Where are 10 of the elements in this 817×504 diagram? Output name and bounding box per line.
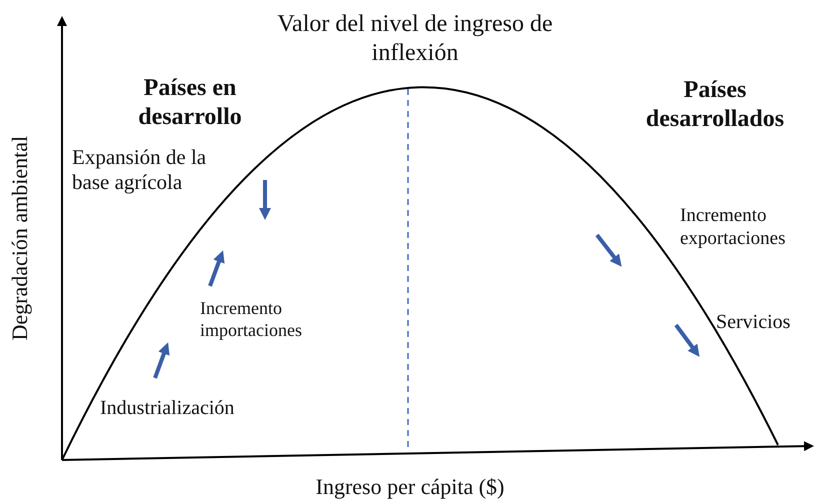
region-heading: Países desarrollados	[644, 76, 786, 134]
axis-title: Degradación ambiental	[6, 134, 33, 343]
inflection-label: Valor del nivel de ingreso de inflexión	[276, 10, 554, 68]
axis-title: Ingreso per cápita ($)	[314, 474, 506, 500]
stage-label: Industrialización	[100, 396, 236, 420]
stage-label: Incremento importaciones	[200, 298, 303, 342]
stage-label: Incremento exportaciones	[680, 205, 787, 251]
stage-label: Expansión de la base agrícola	[72, 145, 208, 196]
stage-label: Servicios	[716, 310, 792, 334]
region-heading: Países en desarrollo	[137, 74, 243, 132]
